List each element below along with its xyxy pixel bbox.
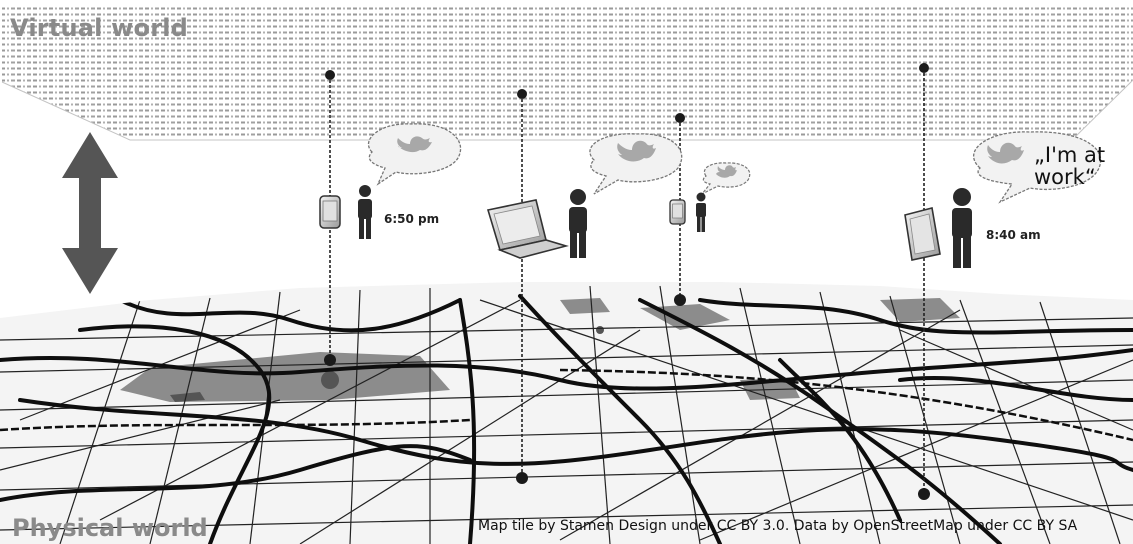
anchor-dot [324,354,336,366]
twitter-bird-icon [987,142,1024,164]
twitter-bird-icon [397,136,432,153]
person-icon [696,192,706,232]
speech-bubble [367,123,462,186]
connector-dots [324,63,930,500]
smartphone-icon [669,199,686,225]
tweet-quote: „I'm at work“ [1034,144,1105,188]
person-icon [569,189,587,258]
person-icon [358,185,372,239]
speech-bubble [973,131,1102,204]
smartphone-icon [319,195,341,229]
speech-bubble [589,133,683,195]
park-area [120,298,960,402]
twitter-bird-icon [716,165,737,178]
laptop-icon [486,199,569,259]
tweet-quote-line: work“ [1034,165,1096,189]
railway [0,368,1133,442]
anchor-dot [674,294,686,306]
physical-world-map [0,282,1133,544]
map-attribution: Map tile by Stamen Design under CC BY 3.… [478,518,1078,534]
speech-bubble [701,162,751,195]
minor-streets [0,285,1133,544]
anchor-dot [919,63,929,73]
event-time: 8:40 am [986,228,1041,242]
physical-world-label: Physical world [12,514,208,542]
anchor-dot [517,89,527,99]
park-area-detail [170,326,604,402]
anchor-dot [325,70,335,80]
major-roads [0,294,1133,544]
double-arrow-icon [62,132,118,294]
person-icon [952,188,972,268]
virtual-world-label: Virtual world [10,14,189,42]
anchor-dot [516,472,528,484]
tablet-icon [904,207,941,261]
anchor-dot [918,488,930,500]
twitter-bird-icon [617,140,656,162]
anchor-dot [675,113,685,123]
event-time: 6:50 pm [384,212,440,226]
tweet-quote-line: „I'm at [1034,143,1106,167]
